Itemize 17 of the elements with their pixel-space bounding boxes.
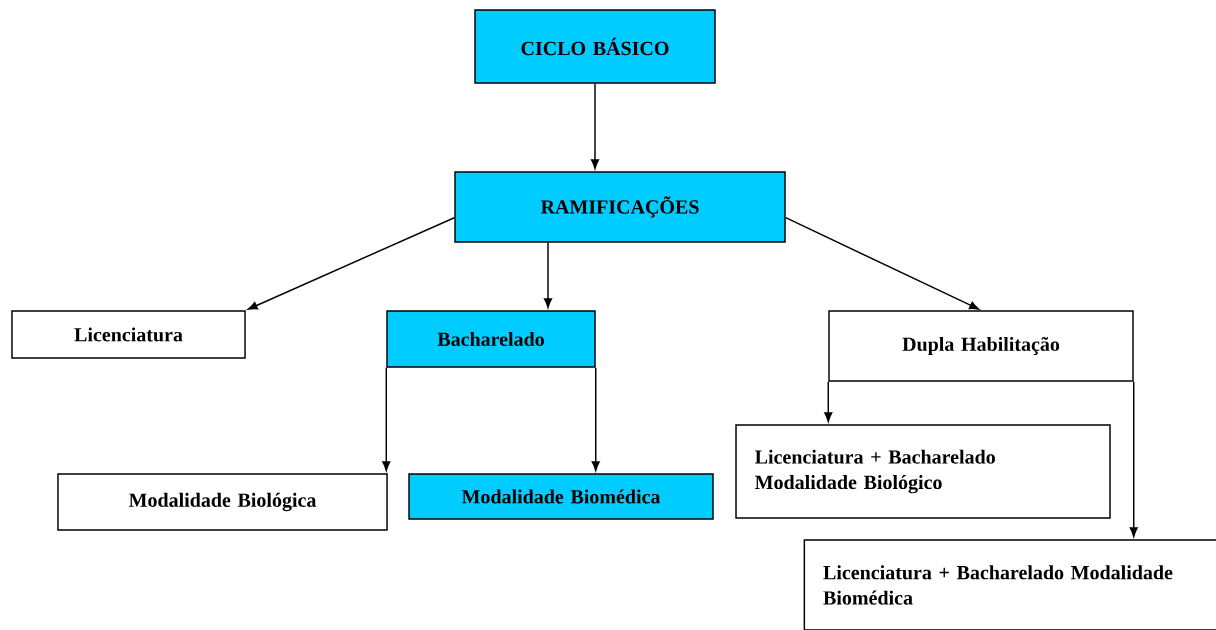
arrow <box>382 367 391 472</box>
arrow <box>1129 381 1138 538</box>
process-box: Licenciatura + Bacharelado Modalidade Biológico <box>735 424 1111 519</box>
process-box: Modalidade Biomédica <box>408 473 714 520</box>
process-box: Modalidade Biológica <box>57 473 388 531</box>
process-box: Licenciatura + Bacharelado Modalidade Biomédica <box>803 539 1216 630</box>
process-box: Dupla Habilitação <box>828 310 1134 382</box>
arrow <box>824 381 833 423</box>
arrow <box>591 367 600 472</box>
arrow <box>543 242 553 309</box>
arrow <box>590 83 600 170</box>
process-box: CICLO BÁSICO <box>474 9 716 84</box>
arrow <box>785 216 980 310</box>
process-box: Bacharelado <box>386 310 596 368</box>
process-box: RAMIFICAÇÕES <box>454 171 786 243</box>
arrow <box>247 216 455 310</box>
process-box: Licenciatura <box>11 310 246 359</box>
